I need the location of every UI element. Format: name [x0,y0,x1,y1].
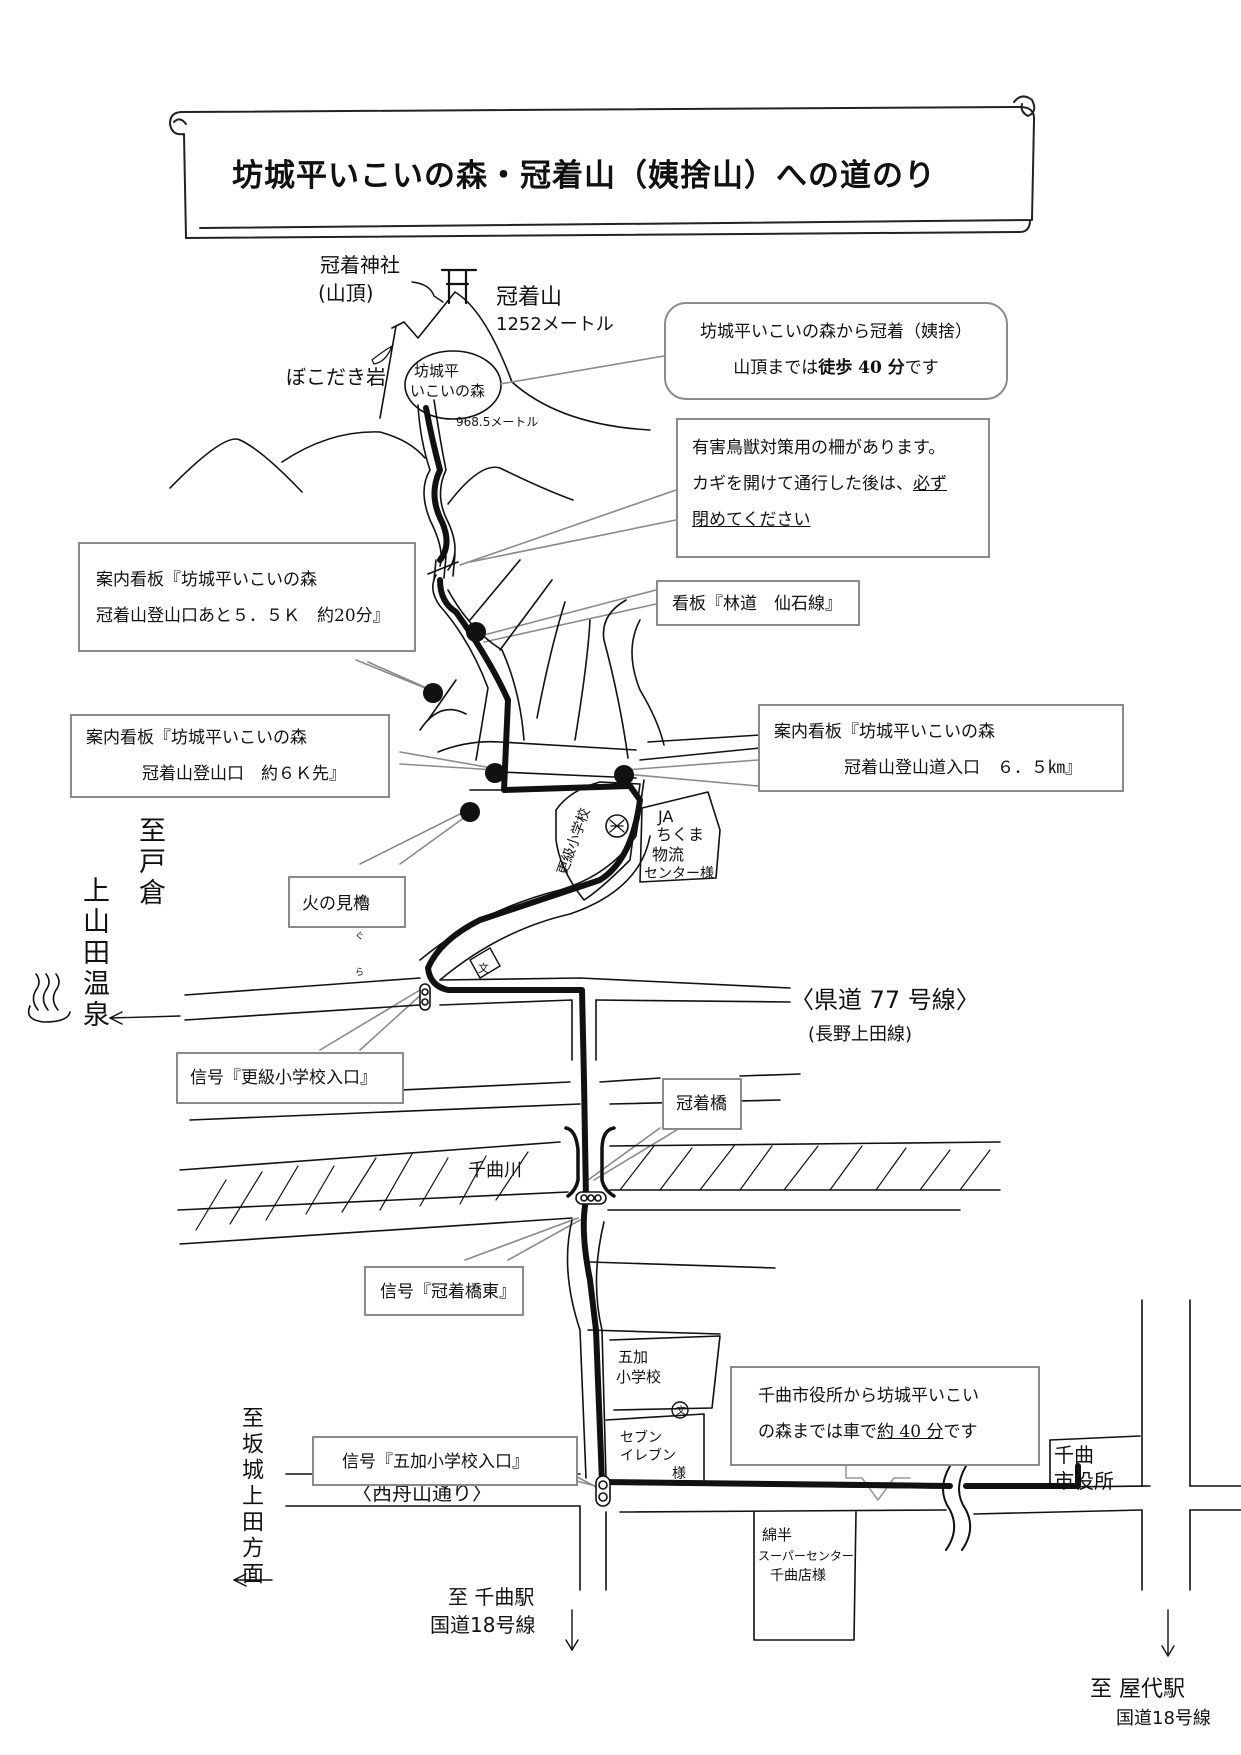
fence-line1: 有害鳥獣対策用の柵があります。 [692,438,946,458]
sign-marker-55k [423,683,443,703]
walk-time-post: です [904,358,939,378]
sign-marker-6k [485,763,505,783]
walk-time-line1: 坊城平いこいの森から冠着（姨捨） [700,322,972,342]
chikuma-route18-label: 国道18号線 [430,1613,535,1637]
hot-spring-icon [27,973,71,1023]
seven-label-3: 様 [672,1466,686,1482]
callout-sign-65km: 案内看板『坊城平いこいの森 冠着山登山道入口 ６．５㎞』 [758,704,1124,792]
ja-label-4: センター様 [644,866,714,882]
sign-marker-65km [614,765,634,785]
callout-yagura: 火の見やぐら櫓 [288,876,406,978]
callout-walk-time: 坊城平いこいの森から冠着（姨捨） 山頂までは徒歩 40 分です [664,302,1008,400]
sign-6k-line1: 案内看板『坊城平いこいの森 [86,728,307,748]
sign-55k-line2: 冠着山登山口あと５．５Ｋ 約20分』 [96,606,390,626]
yashiro-station-label: 至 屋代駅 [1090,1677,1185,1702]
main-route [423,405,1081,1489]
shrine-label-2: (山頂) [318,281,374,305]
car-time-value: 約 40 分 [877,1422,944,1442]
callout-car-time: 千曲市役所から坊城平いこい の森までは車で約 40 分です [730,1366,1040,1466]
sign-55k-line1: 案内看板『坊城平いこいの森 [96,570,317,590]
sarashina-school-block [555,781,641,901]
ja-label-3: 物流 [652,845,684,864]
yashiro-route18-label: 国道18号線 [1116,1708,1211,1729]
goka-school-label-1: 五加 [618,1348,648,1366]
sign-6k-line2: 冠着山登山口 約６Ｋ先』 [142,764,346,784]
peak-height: 1252メートル [496,314,614,335]
road-break-marks [942,1465,972,1551]
kamiyamada-label: 上山田温泉 [78,876,109,1031]
seven-label-1: セブン [620,1429,662,1446]
sign-marker-rindo [466,622,486,642]
goka-school-symbol-icon [671,1401,689,1419]
traffic-signal-icon [419,983,431,1011]
forest-label-2: いこいの森 [410,382,485,400]
chikuma-station-label: 至 千曲駅 [448,1585,534,1609]
traffic-signals [419,983,611,1507]
river-hatching [195,1145,991,1231]
yagura-kanji: 櫓 [353,894,370,914]
page-title: 坊城平いこいの森・冠着山（姨捨山）への道のり [232,158,936,194]
yagura-ruby: やぐら [355,896,365,978]
shrine-torii-icon [411,268,478,305]
togura-to: 至 [134,816,165,847]
callout-signal-bridge-east: 信号『冠着橋東』 [364,1266,524,1316]
forest-label-1: 坊城平 [414,362,459,380]
school-route-sign [469,947,501,979]
fence-close: 閉めてください [692,510,811,530]
forest-height: 968.5メートル [456,415,538,429]
ja-label-2: ちくま [656,825,704,844]
school-route-symbol: 文 [478,961,489,975]
super-label-1: 綿半 [762,1526,792,1544]
peak-name: 冠着山 [496,285,562,310]
callout-sign-6k: 案内看板『坊城平いこいの森 冠着山登山口 約６Ｋ先』 [70,714,390,798]
seven-label-2: イレブン [620,1447,676,1464]
sign-65km-line2: 冠着山登山道入口 ６．５㎞』 [844,758,1082,778]
walk-time-value: 徒歩 40 分 [818,358,905,378]
callout-bridge: 冠着橋 [662,1078,742,1130]
fence-must: 必ず [913,474,947,494]
sign-marker-yagura [460,802,480,822]
prefectural-road-sub: (長野上田線) [808,1024,912,1045]
car-time-pre: の森までは車で [758,1422,877,1442]
super-label-3: 千曲店様 [770,1568,826,1584]
callout-signal-goka: 信号『五加小学校入口』 [312,1436,578,1486]
ja-block [639,791,721,883]
school-symbol-icon [605,814,629,838]
fence-line2: カギを開けて通行した後は、 [692,474,913,494]
sarashina-school-label: 更級小学校 [554,806,594,878]
prefectural-road-label: 〈県道 77 号線〉 [790,986,980,1014]
river-label: 千曲川 [468,1160,522,1181]
direction-arrows [109,1011,1175,1657]
city-hall-label-2: 市役所 [1054,1469,1114,1493]
callout-signal-sarashina: 信号『更級小学校入口』 [176,1052,404,1104]
shrine-label-1: 冠着神社 [320,253,400,277]
callout-sign-rindo: 看板『林道 仙石線』 [656,580,860,626]
bridge-brackets [564,1126,616,1198]
sakaki-direction: 至坂城上田方面 [238,1406,263,1588]
yagura-text: 火の見 [302,894,353,914]
callout-fence-notice: 有害鳥獣対策用の柵があります。 カギを開けて通行した後は、必ず 閉めてください [676,418,990,558]
forest-bubble [404,350,502,420]
sign-65km-line1: 案内看板『坊城平いこいの森 [774,722,995,742]
callout-down-arrow [845,1457,911,1501]
goka-school-symbol: 文 [676,1404,686,1417]
super-label-2: スーパーセンター [758,1549,854,1563]
city-hall-label-1: 千曲 [1054,1443,1094,1467]
car-time-post: です [943,1422,978,1442]
car-time-line1: 千曲市役所から坊城平いこい [758,1386,979,1406]
ja-label-1: JA [657,807,673,826]
goka-school-label-2: 小学校 [616,1368,661,1386]
title-scroll [169,95,1036,239]
sign-markers [423,622,634,822]
togura-name: 戸倉 [134,847,165,909]
fence-icon [427,553,459,581]
walk-time-pre: 山頂までは [733,358,819,378]
lower-road-outlines [177,779,1241,1641]
togura-direction: 至戸倉 [130,816,169,909]
rock-label: ぼこだき岩 [286,365,386,389]
callout-sign-55k: 案内看板『坊城平いこいの森 冠着山登山口あと５．５Ｋ 約20分』 [78,542,416,652]
mountain-road-outlines [417,399,761,791]
